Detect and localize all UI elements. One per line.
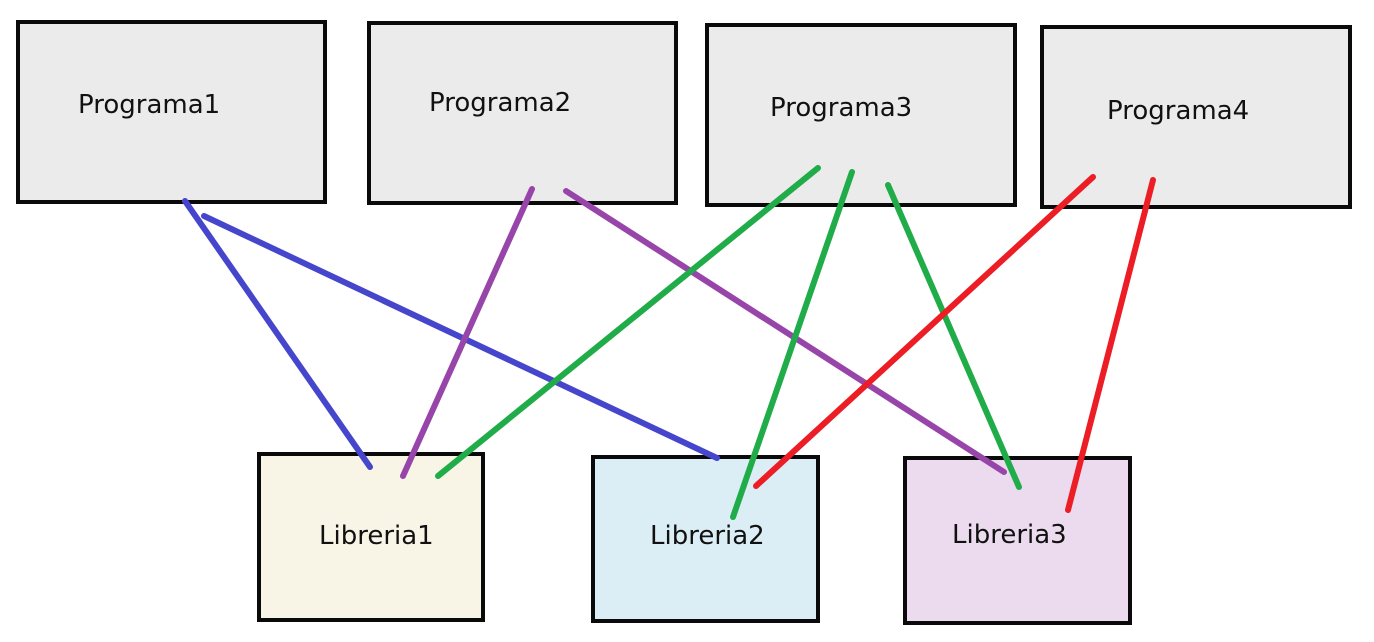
link-programa1-libreria2 [201,213,720,461]
link-programa4-libreria3 [1065,177,1156,513]
link-programa3-libreria1 [435,165,821,479]
link-programa2-libreria3 [563,188,1007,475]
link-programa3-libreria3 [885,182,1022,490]
link-programa1-libreria1 [182,198,373,470]
library-box-libreria2: Libreria2 [591,455,820,623]
program-label: Programa1 [78,90,221,120]
link-programa2-libreria1 [400,186,535,479]
program-label: Programa4 [1107,96,1250,126]
link-programa4-libreria2 [753,174,1096,489]
library-label: Libreria3 [952,520,1067,550]
library-label: Libreria2 [650,521,765,551]
program-box-programa3: Programa3 [705,23,1017,207]
program-label: Programa3 [770,93,913,123]
library-label: Libreria1 [319,521,434,551]
library-box-libreria1: Libreria1 [257,452,485,622]
program-label: Programa2 [429,88,572,118]
link-programa3-libreria2 [730,169,855,520]
program-box-programa1: Programa1 [16,20,327,204]
